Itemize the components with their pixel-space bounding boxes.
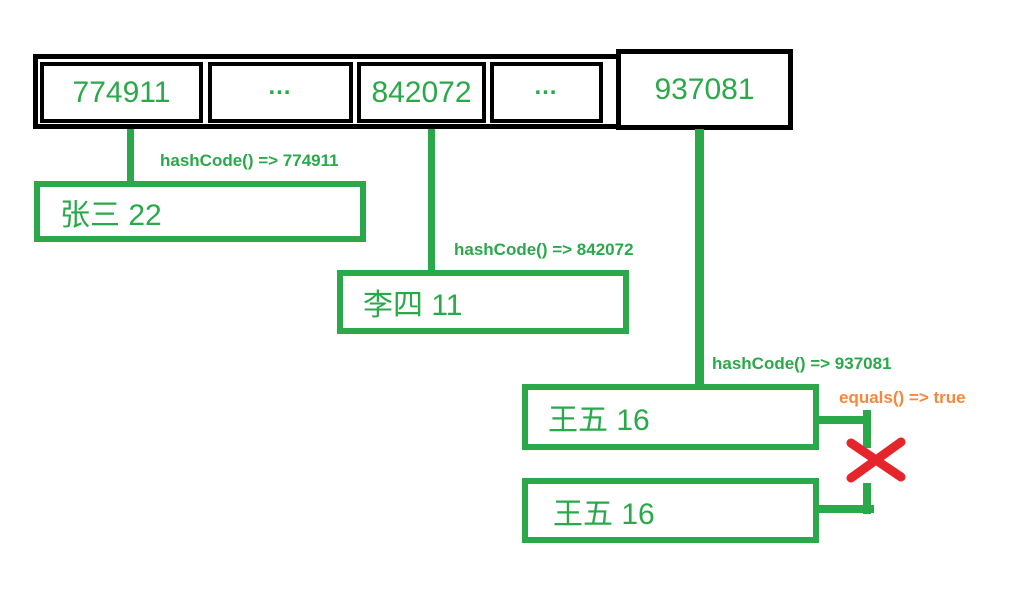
entry-box-lisi: 李四 11 xyxy=(337,270,629,334)
bucket-cell-value: 937081 xyxy=(654,72,755,106)
connector-stub-bottom xyxy=(863,483,871,514)
entry-text: 李四 11 xyxy=(363,289,463,322)
connector-stub-top xyxy=(863,410,871,448)
ellipsis-text: … xyxy=(533,72,560,100)
bucket-cell-937081: 937081 xyxy=(616,49,793,130)
hashcode-label-937081: hashCode() => 937081 xyxy=(712,354,892,373)
bucket-cell-ellipsis-1: … xyxy=(208,62,353,123)
entry-box-wangwu-2: 王五 16 xyxy=(522,478,819,543)
hashcode-label-842072: hashCode() => 842072 xyxy=(454,240,634,259)
connector-bucket-774911 xyxy=(127,129,134,184)
connector-wangwu-2 xyxy=(813,505,874,513)
bucket-cell-774911: 774911 xyxy=(40,62,203,123)
entry-text: 王五 16 xyxy=(548,404,650,437)
bucket-cell-value: 842072 xyxy=(371,75,472,109)
connector-bucket-937081 xyxy=(695,129,704,387)
rejection-x-icon xyxy=(846,437,906,483)
entry-box-wangwu-1: 王五 16 xyxy=(522,384,819,450)
hashcode-label-774911: hashCode() => 774911 xyxy=(160,151,339,170)
entry-box-zhangsan: 张三 22 xyxy=(34,181,366,242)
bucket-cell-842072: 842072 xyxy=(357,62,486,123)
bucket-cell-ellipsis-2: … xyxy=(490,62,603,123)
equals-label: equals() => true xyxy=(839,388,966,407)
entry-text: 张三 22 xyxy=(60,198,162,232)
ellipsis-text: … xyxy=(267,72,294,100)
connector-bucket-842072 xyxy=(428,129,435,273)
entry-text: 王五 16 xyxy=(553,497,655,531)
bucket-cell-value: 774911 xyxy=(72,75,171,109)
connector-wangwu-1 xyxy=(813,416,870,424)
